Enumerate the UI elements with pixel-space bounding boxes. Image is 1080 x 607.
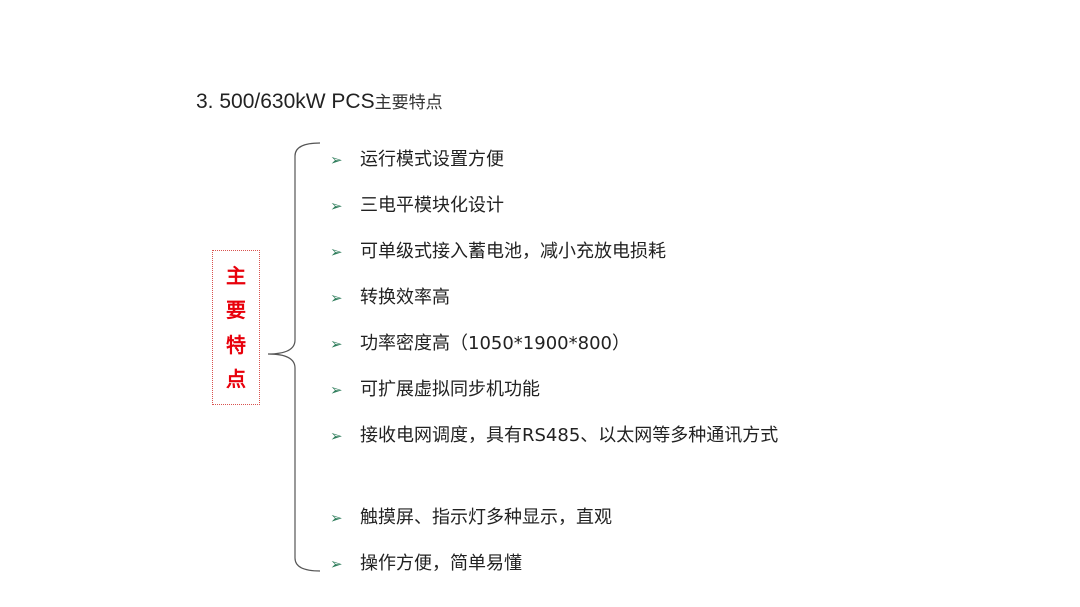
slide-title-suffix: 主要特点 bbox=[374, 93, 443, 113]
feature-list: ➢ 运行模式设置方便 ➢ 三电平模块化设计 ➢ 可单级式接入蓄电池，减小充放电损… bbox=[330, 145, 810, 595]
label-char: 点 bbox=[226, 366, 246, 391]
arrow-bullet-icon: ➢ bbox=[330, 381, 343, 399]
arrow-bullet-icon: ➢ bbox=[330, 335, 343, 353]
main-features-label: 主 要 特 点 bbox=[212, 250, 260, 405]
arrow-bullet-icon: ➢ bbox=[330, 509, 343, 527]
feature-text: 可扩展虚拟同步机功能 bbox=[360, 379, 540, 400]
list-item: ➢ 功率密度高（1050*1900*800） bbox=[330, 329, 810, 375]
label-char: 主 bbox=[226, 264, 246, 289]
feature-text: 三电平模块化设计 bbox=[360, 195, 504, 216]
arrow-bullet-icon: ➢ bbox=[330, 289, 343, 307]
arrow-bullet-icon: ➢ bbox=[330, 427, 343, 445]
curly-brace-icon bbox=[267, 142, 321, 572]
list-item: ➢ 可单级式接入蓄电池，减小充放电损耗 bbox=[330, 237, 810, 283]
arrow-bullet-icon: ➢ bbox=[330, 197, 343, 215]
list-item: ➢ 操作方便，简单易懂 bbox=[330, 549, 810, 595]
slide-title: 3. 500/630kW PCS主要特点 bbox=[196, 88, 443, 116]
feature-text: 接收电网调度，具有RS485、以太网等多种通讯方式 bbox=[360, 425, 779, 446]
feature-text: 转换效率高 bbox=[360, 287, 450, 308]
list-item: ➢ 接收电网调度，具有RS485、以太网等多种通讯方式 bbox=[330, 421, 810, 503]
feature-text: 可单级式接入蓄电池，减小充放电损耗 bbox=[360, 241, 666, 262]
label-char: 特 bbox=[226, 332, 246, 357]
feature-text: 功率密度高（1050*1900*800） bbox=[360, 333, 630, 354]
arrow-bullet-icon: ➢ bbox=[330, 243, 343, 261]
feature-text: 运行模式设置方便 bbox=[360, 149, 504, 170]
label-char: 要 bbox=[226, 298, 246, 323]
list-item: ➢ 触摸屏、指示灯多种显示，直观 bbox=[330, 503, 810, 549]
list-item: ➢ 运行模式设置方便 bbox=[330, 145, 810, 191]
list-item: ➢ 转换效率高 bbox=[330, 283, 810, 329]
arrow-bullet-icon: ➢ bbox=[330, 555, 343, 573]
arrow-bullet-icon: ➢ bbox=[330, 151, 343, 169]
feature-text: 操作方便，简单易懂 bbox=[360, 553, 522, 574]
list-item: ➢ 可扩展虚拟同步机功能 bbox=[330, 375, 810, 421]
list-item: ➢ 三电平模块化设计 bbox=[330, 191, 810, 237]
slide-title-prefix: 3. 500/630kW PCS bbox=[196, 90, 375, 113]
feature-text: 触摸屏、指示灯多种显示，直观 bbox=[360, 507, 612, 528]
